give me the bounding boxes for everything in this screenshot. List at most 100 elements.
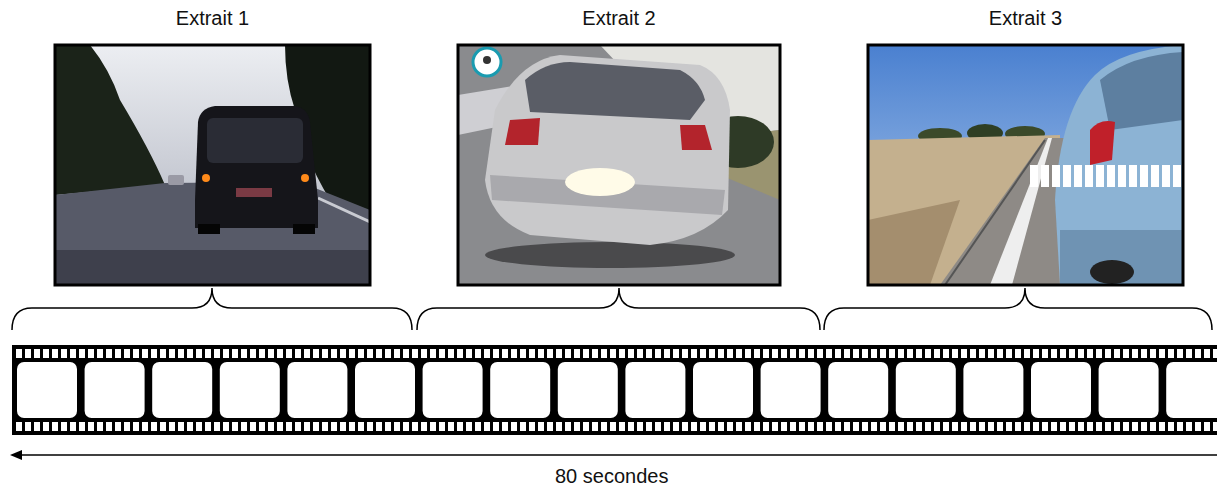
film-perforation [853,422,859,431]
film-perforation [601,349,607,358]
excerpt-title: Extrait 1 [55,4,370,32]
film-perforation [196,422,202,431]
film-perforation [835,422,841,431]
film-frame [693,362,753,418]
film-perforation [925,422,931,431]
film-perforation [745,422,751,431]
film-perforation [484,349,490,358]
film-perforation [1195,349,1201,358]
film-perforation [538,422,544,431]
film-perforation [1159,349,1165,358]
film-perforation [1078,349,1084,358]
brace [12,288,1212,330]
film-perforation [700,422,706,431]
film-perforation [1033,422,1039,431]
video-still [1090,260,1134,284]
film-perforation [673,422,679,431]
film-perforation [331,422,337,431]
film-perforation [187,422,193,431]
film-perforation [232,422,238,431]
brace [417,288,820,330]
film-perforation [250,349,256,358]
film-perforation [322,422,328,431]
film-perforation [880,422,886,431]
film-perforation [250,422,256,431]
film-perforation [403,422,409,431]
film-perforation [835,349,841,358]
film-perforation [520,349,526,358]
video-still [680,125,712,150]
film-perforation [367,422,373,431]
film-perforation [52,349,58,358]
film-perforation [529,422,535,431]
film-perforation [1195,422,1201,431]
excerpt-title: Extrait 3 [868,4,1183,32]
film-frame [423,362,483,418]
film-band [12,345,1217,435]
film-perforation [421,349,427,358]
film-frame [828,362,888,418]
film-perforation [1123,349,1129,358]
film-perforation [871,422,877,431]
film-perforation [754,349,760,358]
film-perforation [1114,349,1120,358]
film-perforation [871,349,877,358]
video-still [458,45,780,285]
film-perforation [205,349,211,358]
film-perforation [1213,349,1217,358]
film-perforation [556,422,562,431]
film-perforation [322,349,328,358]
photo-frame [458,45,780,285]
video-still [1100,52,1183,130]
film-perforation [637,422,643,431]
film-frame [963,362,1023,418]
film-perforation [979,349,985,358]
film-perforation [340,349,346,358]
film-perforation [880,349,886,358]
video-still [55,45,165,195]
film-perforation [511,349,517,358]
film-perforation [664,422,670,431]
video-still [55,45,370,285]
film-perforation [466,422,472,431]
film-perforation [1006,349,1012,358]
film-perforation [709,422,715,431]
film-perforation [241,349,247,358]
brace [824,288,1212,330]
film-perforation [1105,422,1111,431]
film-perforation [106,349,112,358]
film-frame [152,362,212,418]
film-perforation [1069,422,1075,431]
film-frame [558,362,618,418]
film-perforation [169,422,175,431]
film-perforation [376,422,382,431]
video-still [1060,230,1183,285]
film-perforation [583,349,589,358]
film-perforation [916,349,922,358]
film-perforation [1213,422,1217,431]
film-perforation [898,349,904,358]
film-perforation [178,422,184,431]
film-perforation [1060,422,1066,431]
film-perforation [1042,349,1048,358]
film-perforation [952,349,958,358]
film-perforation [1015,422,1021,431]
film-perforation [754,422,760,431]
film-perforation [349,349,355,358]
film-perforation [619,349,625,358]
video-still [293,224,315,234]
film-perforation [160,422,166,431]
film-perforation [628,349,634,358]
film-perforation [808,422,814,431]
film-perforation [772,349,778,358]
film-perforation [304,422,310,431]
film-perforation [1096,349,1102,358]
film-perforation [529,349,535,358]
film-perforation [1087,349,1093,358]
film-perforation [367,349,373,358]
film-perforation [160,349,166,358]
film-perforation [493,422,499,431]
film-perforation [763,349,769,358]
film-perforation [1105,349,1111,358]
film-perforation [196,349,202,358]
